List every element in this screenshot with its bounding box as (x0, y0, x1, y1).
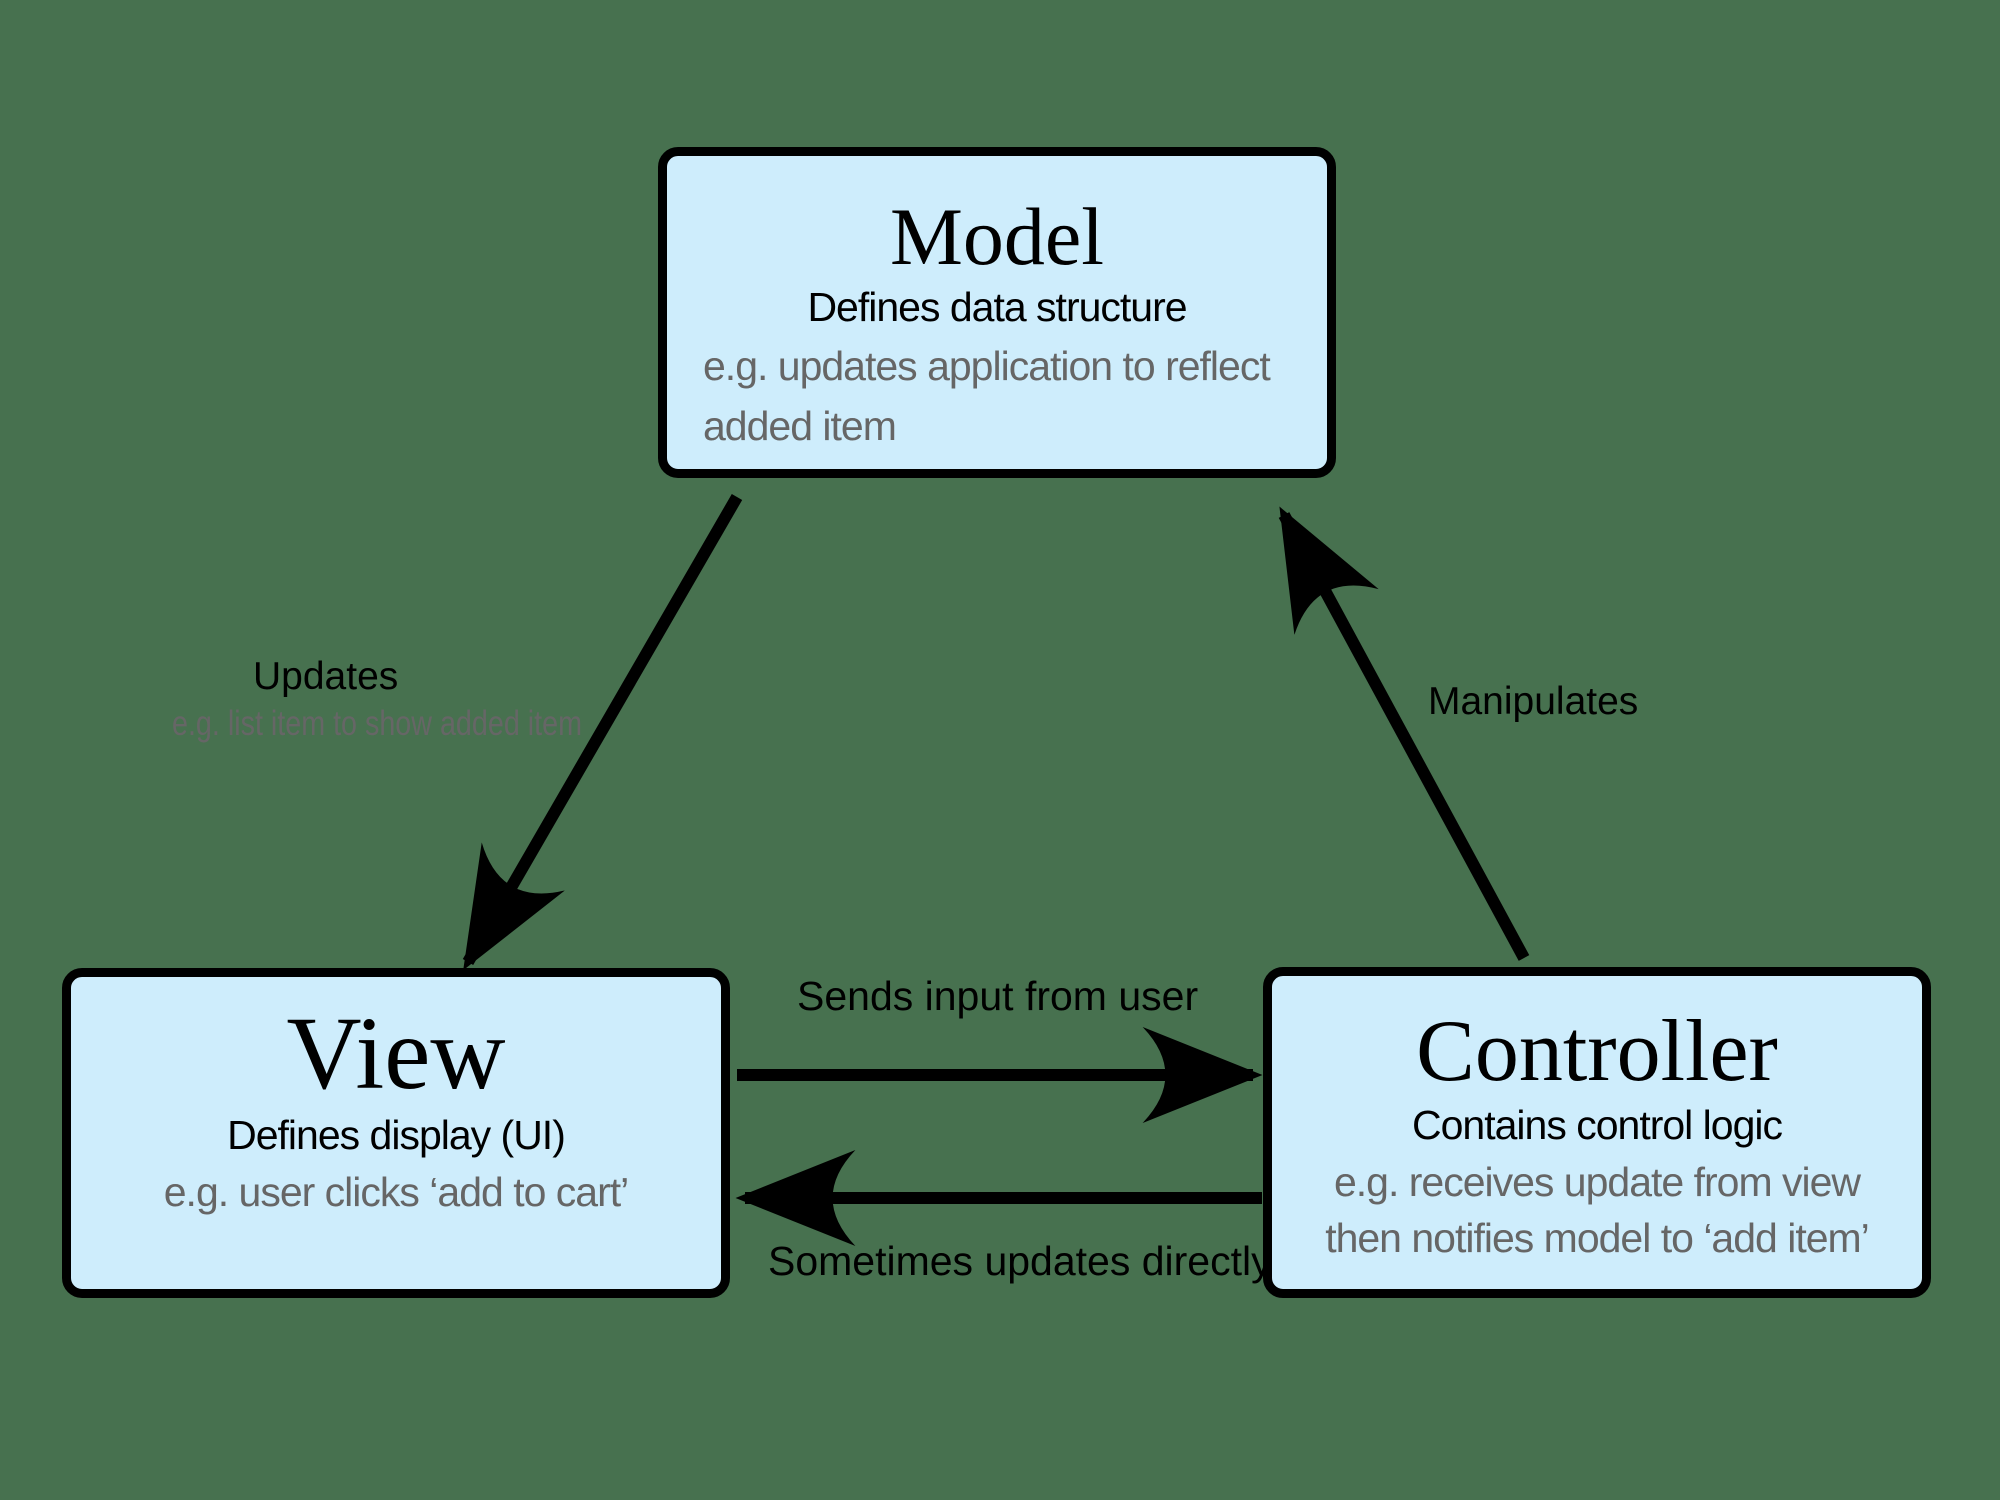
controller-node: Controller Contains control logic e.g. r… (1263, 967, 1931, 1298)
model-example-line1: e.g. updates application to reflect (703, 343, 1271, 390)
sends-input-arrow-label: Sends input from user (797, 973, 1199, 1019)
model-example-line2: added item (703, 402, 897, 449)
controller-example-line1: e.g. receives update from view (1333, 1159, 1861, 1206)
view-title: View (286, 996, 506, 1111)
sometimes-updates-arrow-label: Sometimes updates directly (768, 1238, 1272, 1284)
view-subtitle: Defines display (UI) (227, 1112, 566, 1159)
view-example: e.g. user clicks ‘add to cart’ (163, 1169, 629, 1216)
controller-example-line2: then notifies model to ‘add item’ (1325, 1214, 1870, 1261)
model-example: e.g. updates application to reflect adde… (667, 337, 1271, 456)
controller-example: e.g. receives update from view then noti… (1325, 1155, 1870, 1266)
controller-subtitle: Contains control logic (1412, 1102, 1783, 1149)
updates-arrow-label: Updates (253, 655, 399, 698)
model-node: Model Defines data structure e.g. update… (658, 147, 1336, 478)
arrow-model-to-view (462, 493, 743, 971)
controller-title: Controller (1416, 1003, 1778, 1100)
arrow-controller-to-model (1278, 506, 1530, 961)
view-node: View Defines display (UI) e.g. user clic… (62, 968, 730, 1298)
manipulates-arrow-label: Manipulates (1428, 680, 1639, 723)
model-title: Model (889, 191, 1105, 282)
updates-arrow-sublabel: e.g. list item to show added item (172, 704, 582, 743)
model-subtitle: Defines data structure (807, 284, 1187, 331)
